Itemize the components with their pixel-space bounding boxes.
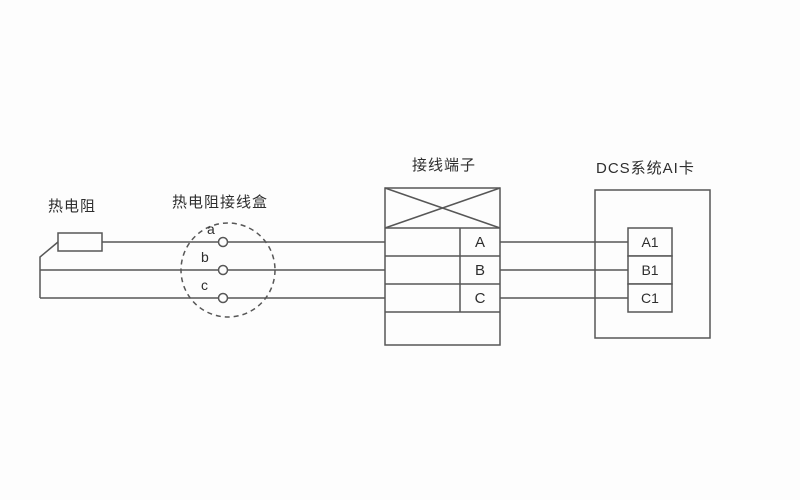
rtd-label: 热电阻	[48, 198, 97, 215]
terminal-circle-a	[217, 236, 229, 248]
dcs-channel-box-b1	[627, 255, 673, 285]
dcs-channel-a1-label: A1	[641, 234, 659, 250]
terminal-circle-c	[217, 292, 229, 304]
junction-terminal-b-label: b	[201, 249, 209, 265]
terminal-block-cross-diag2	[384, 187, 501, 229]
junction-terminal-a-label: a	[207, 221, 215, 237]
dcs-card-outline	[594, 189, 711, 339]
terminal-block-outline	[384, 187, 501, 346]
terminal-row-c-label: C	[474, 289, 486, 307]
junction-terminal-c-label: c	[201, 277, 208, 293]
wire-left-branch	[39, 241, 59, 298]
rtd-resistor-symbol	[57, 232, 103, 252]
dcs-channel-b1-label: B1	[641, 262, 659, 278]
junction-box-label: 热电阻接线盒	[172, 194, 269, 211]
terminal-circle-b	[217, 264, 229, 276]
terminal-block-label: 接线端子	[412, 157, 477, 174]
dcs-channel-c1-label: C1	[641, 290, 659, 306]
dcs-channel-box-c1	[627, 283, 673, 313]
terminal-row-a-label: A	[474, 233, 485, 251]
terminal-row-b-label: B	[474, 261, 485, 279]
dcs-card-label: DCS系统AI卡	[596, 160, 695, 177]
